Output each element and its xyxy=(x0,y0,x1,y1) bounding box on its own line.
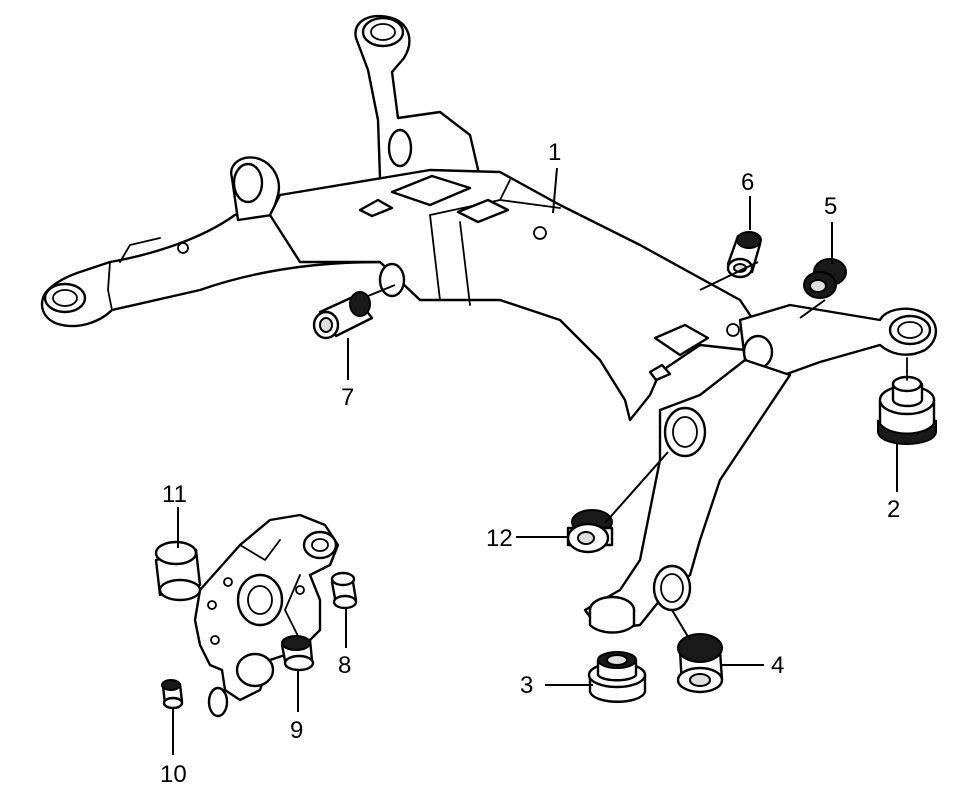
callout-6: 6 xyxy=(741,169,754,196)
callout-4: 4 xyxy=(771,652,784,679)
mount-hole-top xyxy=(361,16,405,48)
callout-10: 10 xyxy=(160,761,187,787)
callout-8: 8 xyxy=(338,652,351,679)
subframe-cross-beam xyxy=(268,168,762,422)
arm-boss-12 xyxy=(663,406,707,458)
leader-lines xyxy=(172,167,898,755)
subframe-right-arm xyxy=(738,303,938,382)
callout-3: 3 xyxy=(520,672,533,699)
mount-hole-front-left xyxy=(43,282,87,314)
bushing-12 xyxy=(566,509,614,554)
bushing-10 xyxy=(161,679,184,710)
bushing-6 xyxy=(726,231,762,279)
bushing-2 xyxy=(877,357,937,445)
callout-11: 11 xyxy=(162,481,187,508)
callout-1: 1 xyxy=(548,139,561,166)
callout-12: 12 xyxy=(486,525,513,552)
bushing-8 xyxy=(330,571,358,610)
mount-hole-front-right xyxy=(888,314,932,346)
arm-boss-4 xyxy=(652,564,692,612)
bushing-4 xyxy=(676,633,724,694)
bushing-11 xyxy=(154,540,202,602)
callout-7: 7 xyxy=(341,384,354,411)
subframe xyxy=(40,14,938,634)
rear-knuckle xyxy=(193,513,340,718)
callout-5: 5 xyxy=(824,193,837,220)
bushing-9 xyxy=(280,635,315,672)
bushing-7 xyxy=(312,291,374,340)
callout-9: 9 xyxy=(290,717,303,744)
callout-2: 2 xyxy=(887,496,900,523)
bushing-3 xyxy=(587,651,647,703)
bushing-5 xyxy=(803,258,847,299)
